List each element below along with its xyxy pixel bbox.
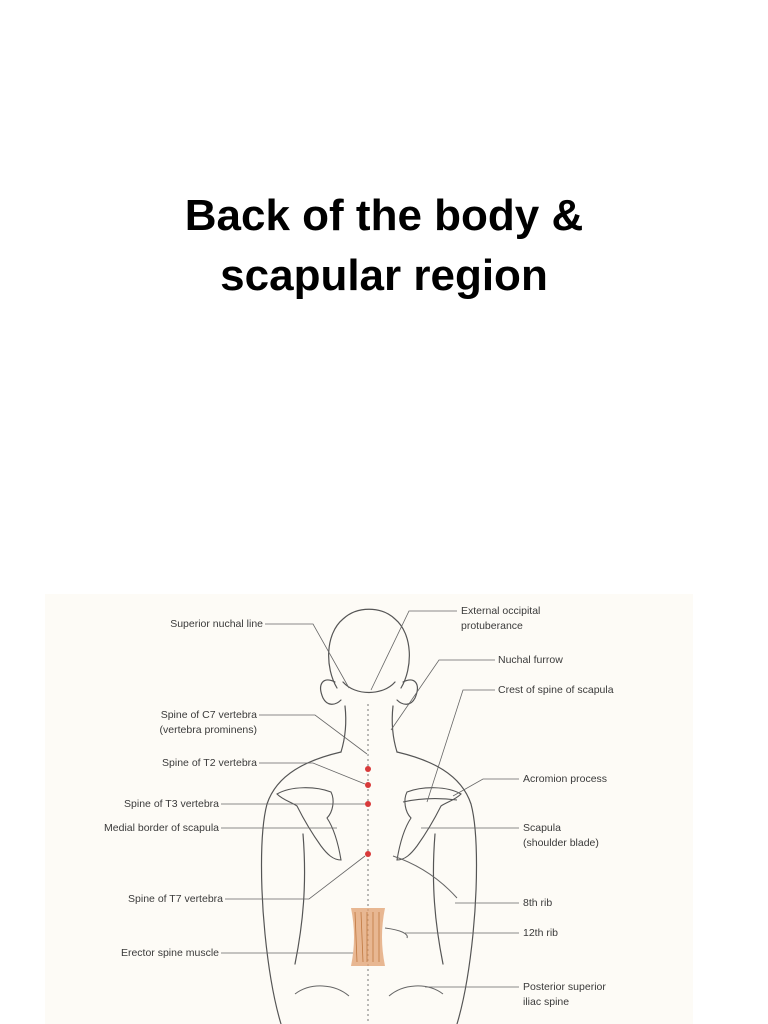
iliac-curve-right <box>388 985 444 997</box>
label-spine-t7: Spine of T7 vertebra <box>128 893 223 905</box>
nuchal-line-curve <box>342 681 396 693</box>
label-nuchal-furrow: Nuchal furrow <box>498 654 563 666</box>
marker-t3 <box>365 801 371 807</box>
label-erector-spine-muscle: Erector spine muscle <box>121 947 219 959</box>
slide-title-line-2: scapular region <box>220 251 548 300</box>
leader-t2 <box>259 762 366 785</box>
label-spine-t2: Spine of T2 vertebra <box>162 757 257 769</box>
left-shoulder-torso <box>260 751 342 1024</box>
label-external-occipital-line2: protuberance <box>461 620 523 632</box>
neck-left <box>340 705 347 753</box>
marker-t2b <box>365 782 371 788</box>
neck-right <box>391 705 398 753</box>
back-anatomy-figure: Superior nuchal line Spine of C7 vertebr… <box>45 594 693 1024</box>
left-arm-inner <box>294 833 306 965</box>
label-medial-border-scapula: Medial border of scapula <box>104 822 219 834</box>
leader-nuchal-furrow <box>390 659 495 731</box>
head-outline <box>328 608 410 689</box>
label-psis-line2: iliac spine <box>523 996 569 1008</box>
rib-8-curve <box>392 855 458 899</box>
label-spine-c7-line1: Spine of C7 vertebra <box>161 709 257 721</box>
label-scapula-line2: (shoulder blade) <box>523 837 599 849</box>
label-crest-spine-scapula: Crest of spine of scapula <box>498 684 614 696</box>
body-outline <box>260 608 478 1024</box>
vertebra-markers <box>365 766 371 857</box>
back-anatomy-diagram: Superior nuchal line Spine of C7 vertebr… <box>45 594 693 1024</box>
leader-crest-spine <box>426 689 495 803</box>
left-scapula <box>276 787 342 861</box>
leader-t7 <box>225 855 366 900</box>
label-acromion-process: Acromion process <box>523 773 607 785</box>
scapulae <box>276 787 462 861</box>
label-external-occipital-line1: External occipital <box>461 605 540 617</box>
marker-t2 <box>365 766 371 772</box>
leader-external-occipital <box>370 610 457 691</box>
label-12th-rib: 12th rib <box>523 927 558 939</box>
leader-c7 <box>259 714 368 755</box>
right-ear <box>396 679 418 705</box>
slide-title-line-1: Back of the body & <box>184 191 584 240</box>
label-scapula-line1: Scapula <box>523 822 561 834</box>
rib-12-curve <box>384 927 408 939</box>
leader-superior-nuchal <box>265 623 350 689</box>
label-superior-nuchal-line: Superior nuchal line <box>170 618 263 630</box>
erector-spinae-muscle <box>351 908 385 966</box>
leader-lines <box>221 610 519 988</box>
right-scapula <box>396 787 462 861</box>
label-8th-rib: 8th rib <box>523 897 552 909</box>
label-spine-c7-line2: (vertebra prominens) <box>160 724 257 736</box>
right-scapula-spine <box>402 798 458 803</box>
rib-and-pelvis-lines <box>294 855 458 997</box>
leader-acromion <box>452 778 519 797</box>
label-psis-line1: Posterior superior <box>523 981 606 993</box>
slide-title: Back of the body & scapular region <box>0 186 768 306</box>
right-shoulder-torso <box>396 751 478 1024</box>
marker-t7 <box>365 851 371 857</box>
left-ear <box>320 679 342 705</box>
right-arm-inner <box>432 833 444 965</box>
label-spine-t3: Spine of T3 vertebra <box>124 798 219 810</box>
iliac-curve-left <box>294 985 350 997</box>
